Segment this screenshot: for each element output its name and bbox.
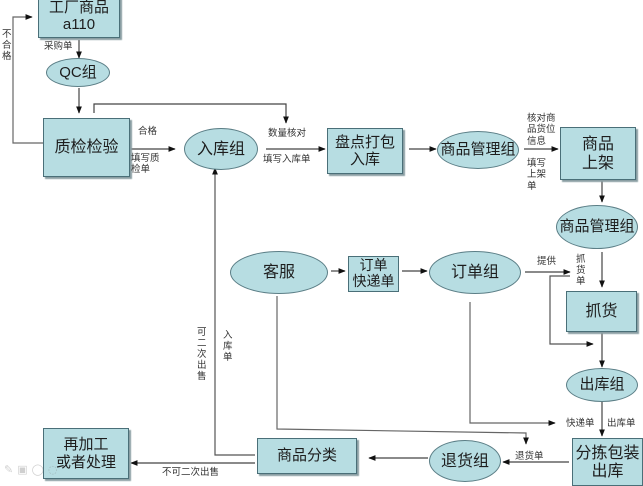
node-customer-service[interactable]: 客服 [230, 251, 328, 294]
pen-icon[interactable]: ✎ [4, 463, 14, 476]
node-qc-group-label: QC组 [59, 63, 97, 81]
node-goods-classification[interactable]: 商品分类 [257, 438, 357, 474]
node-picking[interactable]: 抓货 [566, 291, 637, 332]
node-outbound-group-label: 出库组 [579, 375, 625, 394]
edge-top-loop [93, 103, 289, 124]
slide-icon[interactable]: ▣ [17, 463, 28, 476]
edge-cs-down [276, 296, 529, 445]
label-purchase-order: 采购单 [44, 41, 73, 52]
node-factory-goods[interactable]: 工厂商品 a110 [38, 0, 120, 38]
label-fill-shelving-form: 填写上架单 [527, 158, 547, 192]
node-picking-label: 抓货 [585, 301, 618, 321]
edge-picking-bypass [549, 275, 594, 347]
node-sort-pack-line1: 分拣包装 [575, 442, 640, 462]
node-order-express-line2: 快递单 [352, 274, 395, 290]
node-order-express-line1: 订单 [359, 257, 388, 274]
label-qualified: 合格 [138, 126, 158, 137]
node-reprocess[interactable]: 再加工 或者处理 [43, 428, 129, 479]
node-outbound-group[interactable]: 出库组 [566, 368, 638, 402]
label-outbound-slip: 出库单 [607, 418, 636, 429]
edge-unqualified-loop [12, 14, 43, 144]
node-qc-group[interactable]: QC组 [46, 58, 110, 87]
node-goods-shelving[interactable]: 商品 上架 [560, 127, 636, 180]
node-quality-inspection-label: 质检检验 [54, 137, 119, 157]
chat-icon[interactable]: ◯ [31, 463, 44, 476]
node-customer-service-label: 客服 [262, 262, 295, 282]
node-count-pack-inbound[interactable]: 盘点打包 入库 [327, 128, 403, 174]
node-order-group-label: 订单组 [450, 262, 499, 282]
label-provide: 提供 [537, 256, 557, 267]
label-fill-qc-form: 填写质检单 [131, 153, 160, 176]
node-goods-mgmt-group-1-label: 商品管理组 [440, 140, 516, 159]
node-goods-mgmt-group-1[interactable]: 商品管理组 [437, 131, 519, 169]
label-not-resellable: 不可二次出售 [162, 467, 220, 478]
node-return-group-label: 退货组 [440, 450, 489, 470]
label-inbound-slip-vertical: 入库单 [223, 330, 233, 363]
label-unqualified: 不合格 [2, 29, 12, 62]
more-icon[interactable]: ◌ [47, 463, 58, 476]
node-order-express[interactable]: 订单 快递单 [348, 256, 399, 292]
edge-class-to-inbound [212, 167, 255, 456]
node-goods-classification-label: 商品分类 [276, 446, 337, 465]
node-goods-mgmt-group-2-label: 商品管理组 [559, 217, 635, 236]
node-inbound-group[interactable]: 入库组 [184, 128, 258, 170]
label-return-slip: 退货单 [515, 451, 544, 462]
label-check-location: 核对商品货位信息 [527, 113, 556, 147]
label-resellable: 可二次出售 [197, 327, 207, 382]
label-express-slip: 快递单 [566, 418, 595, 429]
label-fill-inbound-form: 填写入库单 [263, 154, 311, 165]
node-goods-shelving-line2: 上架 [581, 152, 614, 172]
node-sort-pack-outbound[interactable]: 分拣包装 出库 [572, 438, 643, 486]
slideshow-toolbar: ✎ ▣ ◯ ◌ [4, 463, 58, 476]
node-goods-shelving-line1: 商品 [581, 134, 614, 154]
node-reprocess-line2: 或者处理 [55, 452, 116, 471]
node-order-group[interactable]: 订单组 [429, 251, 521, 294]
node-reprocess-line1: 再加工 [63, 435, 109, 454]
node-goods-mgmt-group-2[interactable]: 商品管理组 [556, 205, 638, 249]
node-factory-goods-line2: a110 [62, 16, 96, 33]
node-factory-goods-line1: 工厂商品 [48, 0, 109, 16]
label-quantity-check: 数量核对 [268, 128, 307, 139]
node-return-group[interactable]: 退货组 [429, 440, 501, 482]
node-count-pack-line1: 盘点打包 [334, 132, 395, 151]
node-sort-pack-line2: 出库 [591, 461, 624, 480]
edge-ordergroup-down [469, 302, 556, 426]
node-inbound-group-label: 入库组 [196, 138, 245, 158]
label-picking-list: 抓货单 [576, 254, 586, 287]
node-quality-inspection[interactable]: 质检检验 [43, 118, 130, 177]
node-count-pack-line2: 入库 [349, 150, 380, 168]
